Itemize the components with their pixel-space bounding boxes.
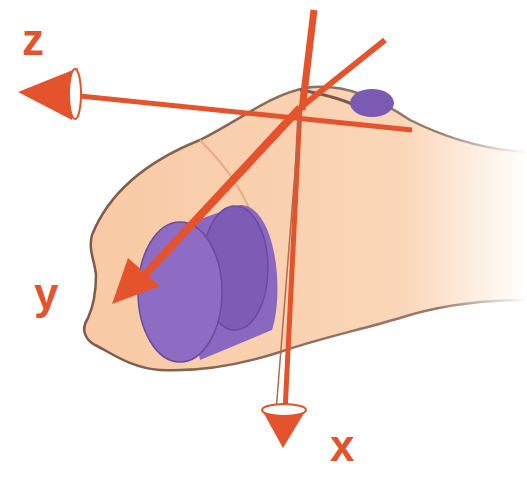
axis-label: z [22,18,44,62]
z-axis [60,94,412,130]
x-cone-base [262,404,306,416]
hand-shape [84,87,527,371]
z-cone-base [69,69,81,119]
diagonal-axis [300,40,385,108]
y-arrowhead [112,258,160,304]
axis-lines [60,10,412,412]
grip-disk [138,222,222,362]
axis-label: x [330,424,354,468]
axis-label: y [34,272,58,316]
y-axis [140,108,300,280]
x-axis-shadow [276,108,300,412]
grip-end [350,89,394,117]
